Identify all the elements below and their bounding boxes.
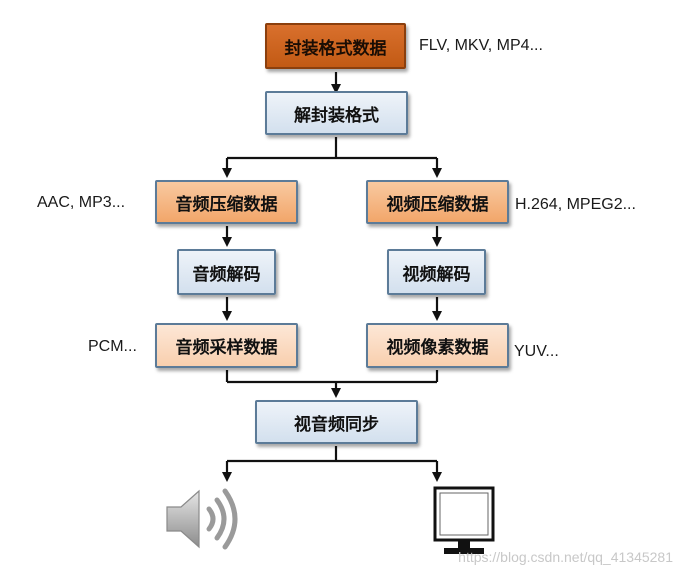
speaker-icon bbox=[166, 488, 238, 550]
note-container-formats: FLV, MKV, MP4... bbox=[419, 37, 543, 54]
monitor-icon bbox=[433, 486, 495, 554]
note-video-raw-formats: YUV... bbox=[514, 343, 559, 360]
node-audio-raw: 音频采样数据 bbox=[155, 323, 298, 368]
node-demux: 解封装格式 bbox=[265, 91, 408, 135]
node-video-raw: 视频像素数据 bbox=[366, 323, 509, 368]
watermark-text: https://blog.csdn.net/qq_41345281 bbox=[458, 549, 673, 565]
node-av-sync: 视音频同步 bbox=[255, 400, 418, 444]
node-container-data: 封装格式数据 bbox=[265, 23, 406, 69]
node-audio-compressed: 音频压缩数据 bbox=[155, 180, 298, 224]
note-video-codecs: H.264, MPEG2... bbox=[515, 196, 636, 213]
node-video-compressed: 视频压缩数据 bbox=[366, 180, 509, 224]
note-audio-raw-formats: PCM... bbox=[88, 338, 137, 355]
node-audio-decode: 音频解码 bbox=[177, 249, 276, 295]
node-video-decode: 视频解码 bbox=[387, 249, 486, 295]
note-audio-codecs: AAC, MP3... bbox=[37, 194, 126, 211]
